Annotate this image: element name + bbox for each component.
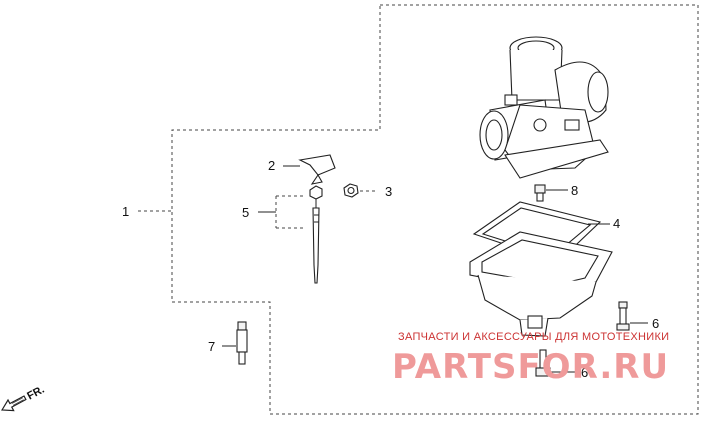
- callout-3: 3: [385, 184, 392, 199]
- front-direction-arrow: FR.: [0, 384, 47, 412]
- callout-6-lower: 6: [581, 365, 588, 380]
- front-direction-label: FR.: [25, 384, 46, 403]
- part-7-air-screw: [222, 321, 248, 365]
- part-6-screw-right: [616, 301, 648, 331]
- part-2-clip: [283, 154, 336, 185]
- callout-5: 5: [242, 205, 249, 220]
- watermark-brand: PARTSFOR.RU: [392, 347, 669, 387]
- part-8-jet: [534, 184, 568, 202]
- callout-2: 2: [268, 158, 275, 173]
- float-bowl: [469, 231, 613, 337]
- carburetor-body: [479, 36, 609, 179]
- callout-4: 4: [613, 216, 620, 231]
- callout-1: 1: [122, 204, 129, 219]
- callout-7: 7: [208, 339, 215, 354]
- part-6-screw-bottom: [535, 349, 578, 377]
- callout-8: 8: [571, 183, 578, 198]
- callout-6-upper: 6: [652, 316, 659, 331]
- watermark-tagline: ЗАПЧАСТИ И АКСЕССУАРЫ ДЛЯ МОТОТЕХНИКИ: [398, 331, 669, 343]
- part-5-jet-needle-set: [258, 185, 323, 284]
- assembly-boundary: [171, 4, 699, 415]
- part-3-nut: [343, 183, 378, 198]
